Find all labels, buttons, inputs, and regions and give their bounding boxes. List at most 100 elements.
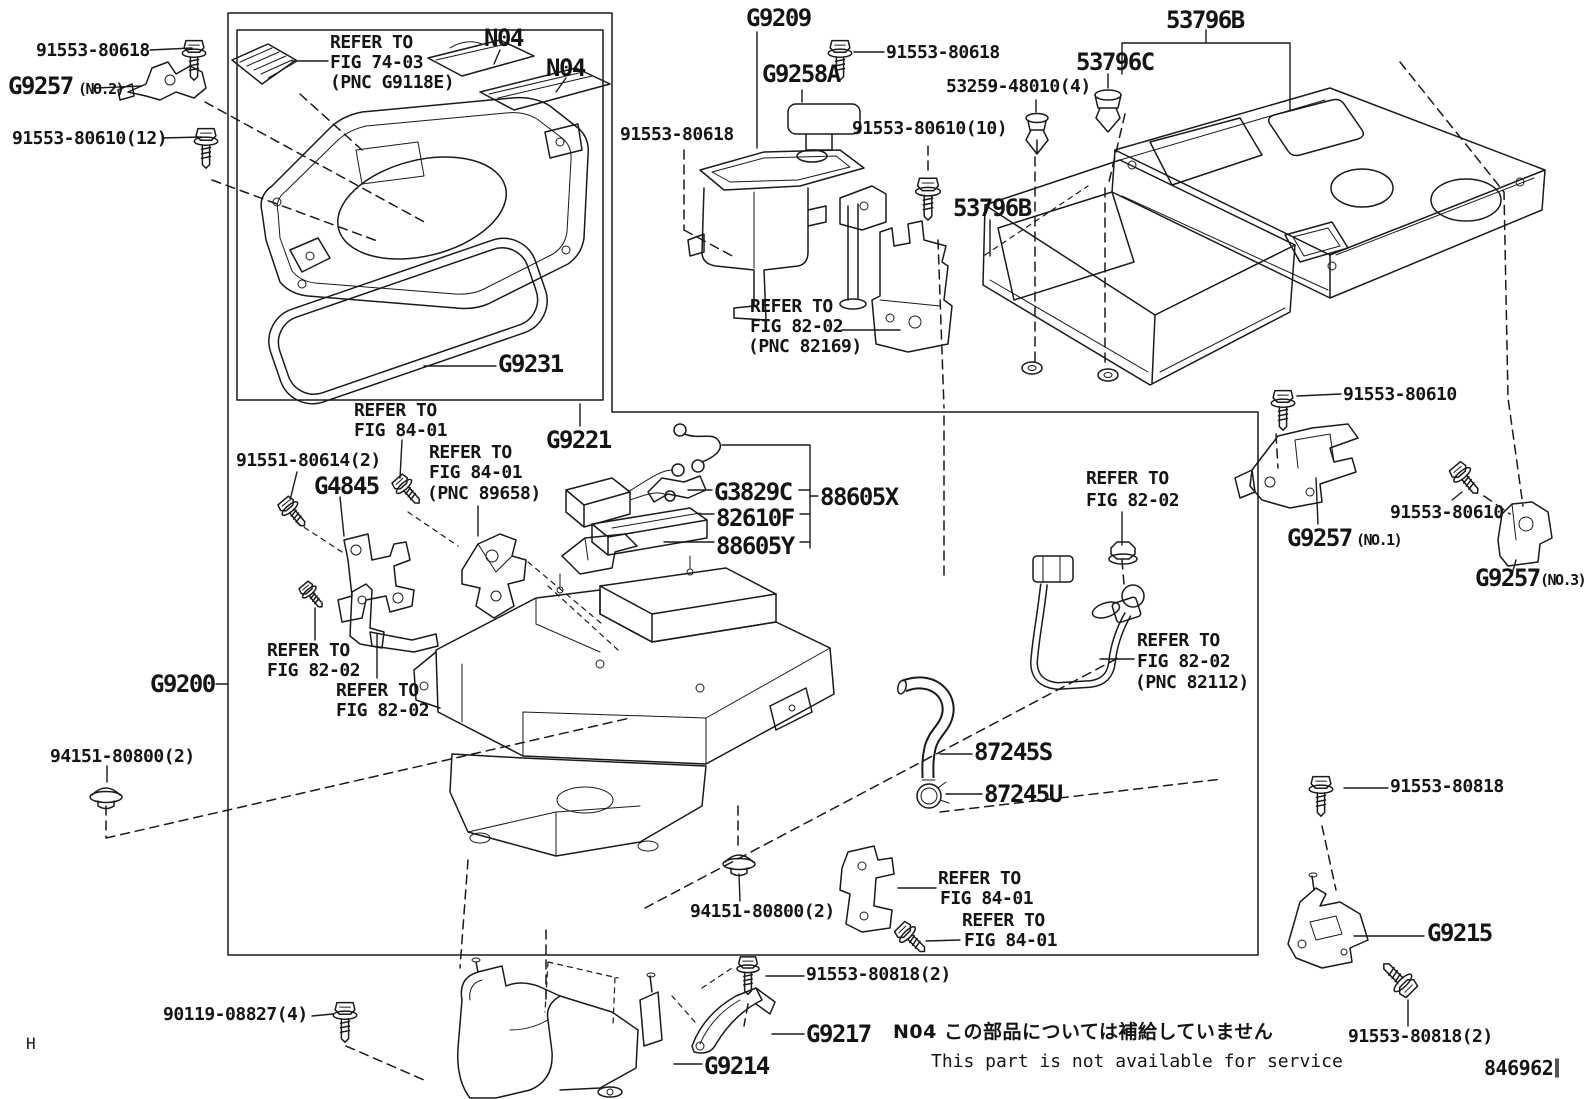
g9217-stay-drawing <box>692 988 775 1053</box>
part-label: FIG 84-01 <box>429 462 523 483</box>
part-label: FIG 84-01 <box>354 420 448 441</box>
part-label: (NO.3) <box>1540 571 1587 589</box>
part-label: REFER TO <box>330 32 413 53</box>
part-label: G9257 <box>8 72 74 100</box>
part-label: 91553-80618 <box>36 40 150 61</box>
part-label: 91553-80818 <box>1390 776 1504 797</box>
part-label: 94151-80800(2) <box>690 901 835 922</box>
engine-cover-right-drawing <box>1112 88 1545 298</box>
g9215-bracket-drawing <box>1288 873 1368 968</box>
part-label: 53796B <box>953 194 1032 222</box>
part-label: 87245U <box>984 780 1063 808</box>
part-label: (PNC G9118E) <box>330 72 455 93</box>
part-label: G9258A <box>762 60 841 88</box>
part-label: (NO.1) <box>1356 531 1403 549</box>
g9257-no2-bracket-drawing <box>118 62 206 100</box>
part-label: 53796C <box>1076 48 1155 76</box>
part-label: 94151-80800(2) <box>50 746 195 767</box>
part-label: 91551-80614(2) <box>236 450 381 471</box>
fig8202-bracket-left-drawing <box>350 584 438 652</box>
part-label: 91553-80618 <box>620 124 734 145</box>
part-label: REFER TO <box>938 868 1021 889</box>
hose-clamp-drawing <box>917 782 949 808</box>
part-label: 91553-80818(2) <box>806 964 951 985</box>
pnc82112-cable-drawing <box>1033 556 1144 686</box>
flange-nut-drawing <box>1108 541 1138 565</box>
tank-bracket-drawing <box>840 186 886 309</box>
part-label: 91553-80610(12) <box>12 128 168 149</box>
main-inverter-assembly-drawing <box>414 556 834 856</box>
part-label: G9257 <box>1287 524 1353 552</box>
part-label: FIG 82-02 <box>336 700 430 721</box>
part-label: G9215 <box>1427 919 1493 947</box>
part-label: G9221 <box>546 426 612 454</box>
part-label: REFER TO <box>429 442 512 463</box>
g9257-no3-bracket-drawing <box>1498 502 1552 566</box>
pnc82169-bracket-drawing <box>872 221 952 352</box>
part-label: (PNC 89658) <box>427 483 541 504</box>
part-label: 88605X <box>820 483 899 511</box>
inverter-cover-drawing <box>261 98 588 309</box>
part-label: FIG 84-01 <box>940 888 1034 909</box>
hose-drawing <box>896 679 948 780</box>
part-label: REFER TO <box>336 680 419 701</box>
part-label: 90119-08827(4) <box>163 1004 308 1025</box>
part-label: 87245S <box>974 738 1053 766</box>
gasket-drawing <box>260 229 557 413</box>
part-label: 91553-80610 <box>1390 502 1504 523</box>
part-label: (PNC 82112) <box>1135 672 1249 693</box>
part-drawings <box>89 40 1552 1098</box>
part-label: 82610F <box>716 504 795 532</box>
leader-lines <box>96 30 1516 1064</box>
footnote-english: This part is not available for service <box>931 1051 1343 1072</box>
footnote-japanese: N04 この部品については補給していません <box>893 1021 1274 1043</box>
g9214-duct-drawing <box>458 958 662 1098</box>
part-label: FIG 84-01 <box>964 930 1058 951</box>
part-label: FIG 82-02 <box>1137 651 1231 672</box>
part-label: 53796B <box>1166 6 1245 34</box>
part-label: (NO.2) <box>78 80 125 98</box>
part-label: 91553-80610 <box>1343 384 1457 405</box>
clipped-figure-glyph <box>1556 1059 1558 1077</box>
part-label: 88605Y <box>716 532 795 560</box>
part-label: G9257 <box>1475 564 1541 592</box>
part-label: FIG 82-02 <box>750 316 844 337</box>
part-label: G9214 <box>704 1052 770 1080</box>
g4845-bracket-drawing <box>338 534 414 622</box>
part-label: FIG 82-02 <box>267 660 361 681</box>
g9257-no1-bracket-drawing <box>1235 424 1358 508</box>
heatsink-strip-drawing <box>232 44 296 84</box>
part-label: REFER TO <box>1137 630 1220 651</box>
part-label: G4845 <box>314 472 380 500</box>
part-label: G9200 <box>150 670 216 698</box>
part-label: REFER TO <box>962 910 1045 931</box>
part-label: FIG 82-02 <box>1086 490 1180 511</box>
part-label: N04 <box>546 54 586 82</box>
part-label: G9209 <box>746 4 812 32</box>
part-label: REFER TO <box>354 400 437 421</box>
part-label: (PNC 82169) <box>748 336 862 357</box>
n04-strip-drawings <box>428 40 610 110</box>
part-label: 91553-80818(2) <box>1348 1026 1493 1047</box>
reservoir-tank-drawing <box>688 104 864 320</box>
figure-number: 846962 <box>1484 1056 1554 1080</box>
part-label: G9231 <box>498 350 564 378</box>
part-label: REFER TO <box>750 296 833 317</box>
part-label: 53259-48010(4) <box>946 76 1091 97</box>
part-label: G9217 <box>806 1020 872 1048</box>
clip-53796c-drawing <box>1095 90 1121 132</box>
part-label: G3829C <box>714 478 793 506</box>
corner-mark: H <box>26 1034 36 1053</box>
engine-cover-left-drawing <box>983 160 1295 385</box>
pnc89658-bracket-drawing <box>462 534 526 618</box>
part-label: 91553-80610(10) <box>852 118 1008 139</box>
clip-53259-drawing <box>1026 114 1048 155</box>
part-label: REFER TO <box>267 640 350 661</box>
part-label: 91553-80618 <box>886 42 1000 63</box>
part-label: REFER TO <box>1086 468 1169 489</box>
part-label: FIG 74-03 <box>330 52 424 73</box>
fig8401-stay-drawing <box>840 846 894 932</box>
construction-dashed-lines <box>106 62 1523 1080</box>
